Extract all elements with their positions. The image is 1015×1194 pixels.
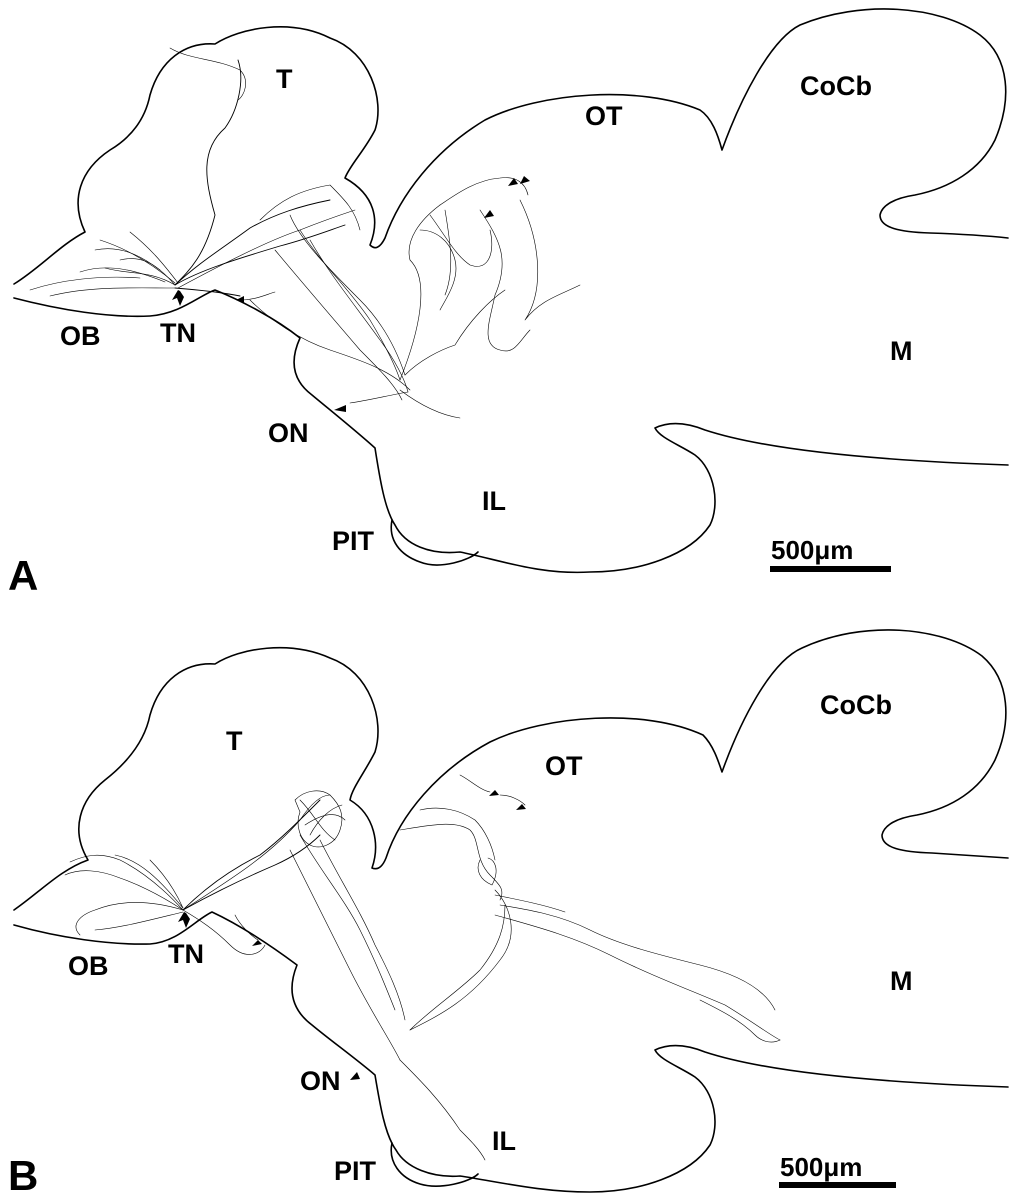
label-t-a: T (276, 64, 293, 94)
panel-b: T CoCb OT OB TN M ON IL PIT B 500μm (8, 630, 1008, 1194)
label-ot-a: OT (585, 101, 623, 131)
panel-letter-a: A (8, 552, 38, 599)
arrow-tn-a (172, 290, 184, 306)
label-cocb-b: CoCb (820, 690, 892, 720)
label-pit-a: PIT (332, 526, 375, 556)
arrow-on-b (350, 1072, 360, 1080)
label-il-b: IL (492, 1126, 516, 1156)
label-m-a: M (890, 336, 913, 366)
label-ob-a: OB (60, 321, 101, 351)
scale-bar-b (779, 1182, 896, 1188)
scale-bar-label-b: 500μm (780, 1152, 862, 1182)
pit-outline-a (391, 520, 478, 565)
brain-outline-b (14, 630, 1008, 910)
scale-bar-a (770, 566, 891, 572)
label-ot-b: OT (545, 751, 583, 781)
label-ob-b: OB (68, 951, 109, 981)
label-cocb-a: CoCb (800, 71, 872, 101)
label-t-b: T (226, 726, 243, 756)
pit-outline-b (391, 1143, 478, 1186)
brain-outline-a (14, 9, 1008, 284)
label-il-a: IL (482, 486, 506, 516)
label-tn-a: TN (160, 318, 196, 348)
label-m-b: M (890, 966, 913, 996)
arrow-tn-b (178, 912, 190, 928)
arrowheads-b (178, 790, 526, 1080)
scale-bar-label-a: 500μm (771, 535, 853, 565)
label-tn-b: TN (168, 939, 204, 969)
label-on-a: ON (268, 418, 309, 448)
panel-letter-b: B (8, 1152, 38, 1194)
neuron-fibers-a (30, 48, 580, 418)
label-pit-b: PIT (334, 1156, 377, 1186)
label-on-b: ON (300, 1066, 341, 1096)
arrow-on-a (334, 405, 346, 412)
panel-a: T CoCb OT OB TN M ON IL PIT A 500μm (8, 9, 1008, 599)
